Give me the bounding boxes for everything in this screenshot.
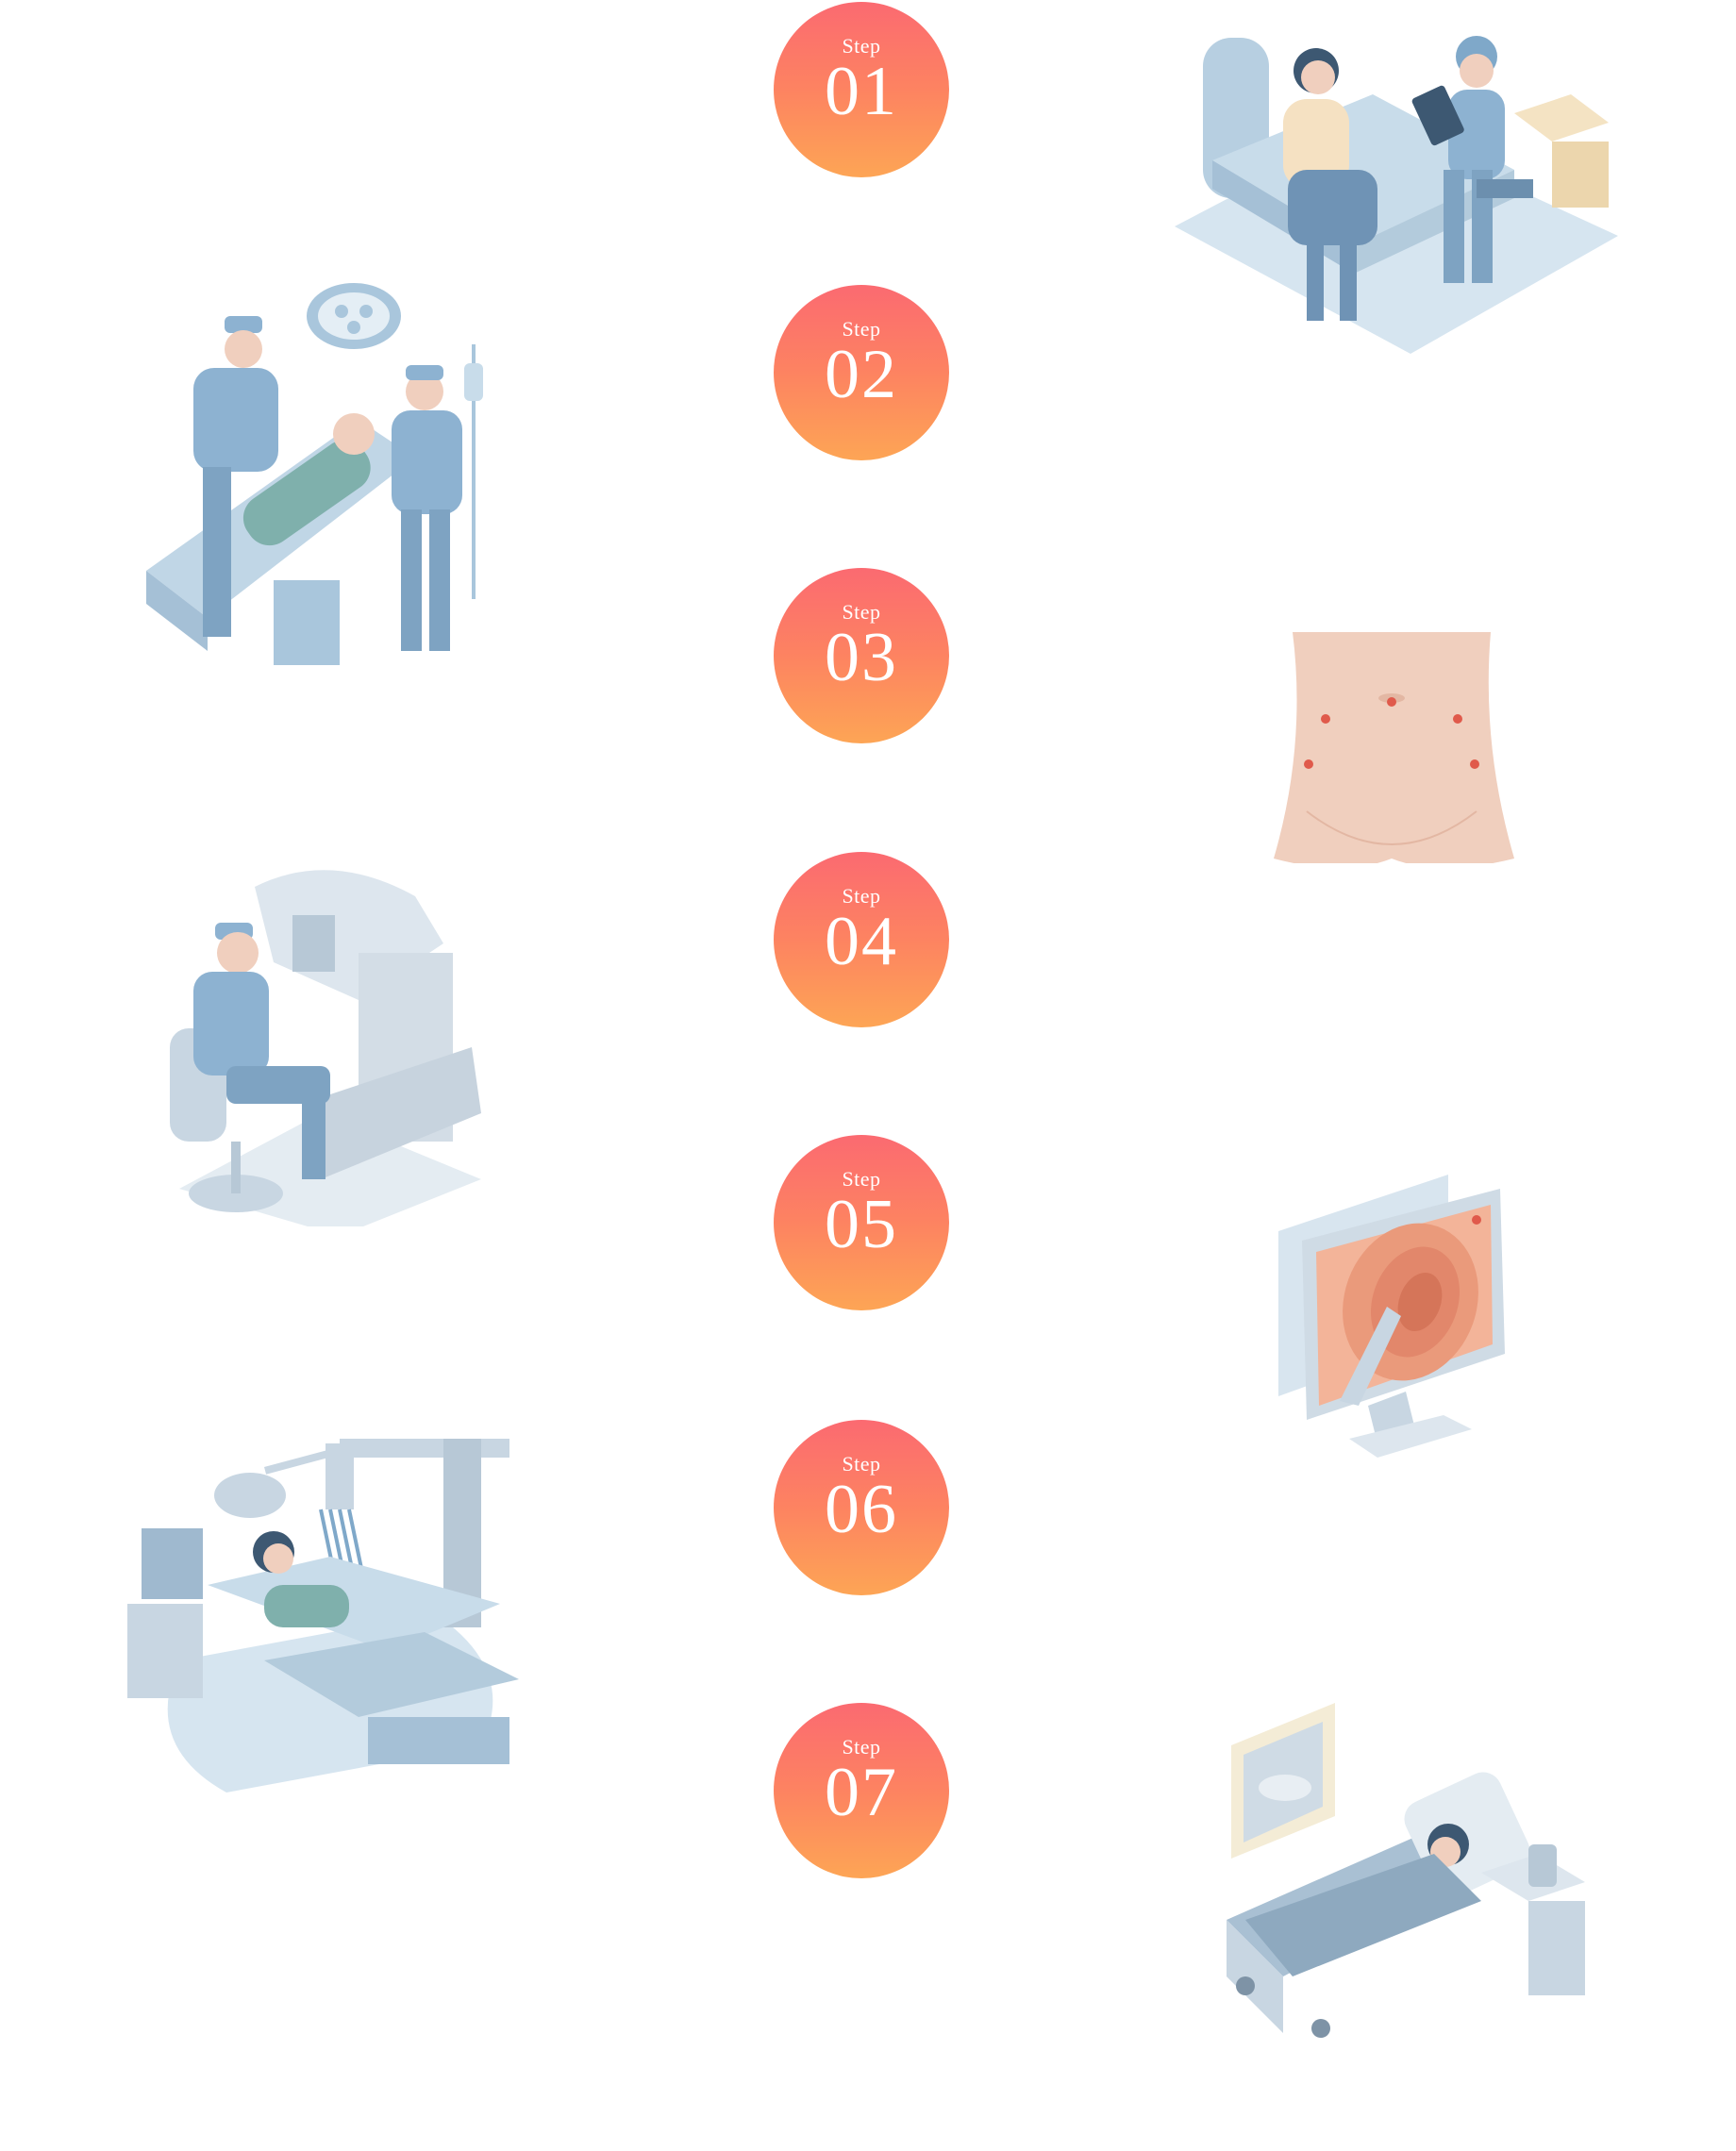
step-number: 06: [825, 1471, 898, 1548]
step-number: 01: [825, 53, 898, 130]
step-number: 03: [825, 619, 898, 696]
step-03-badge: Step 03: [774, 568, 949, 743]
step-05-badge: Step 05: [774, 1135, 949, 1310]
robotic-surgery-illustration: [123, 1434, 519, 1792]
step-label: Step: [842, 317, 881, 341]
step-01-badge: Step 01: [774, 2, 949, 177]
anesthesia-illustration: [142, 278, 500, 665]
step-02-badge: Step 02: [774, 285, 949, 460]
step-04-badge: Step 04: [774, 852, 949, 1027]
step-label: Step: [842, 1167, 881, 1191]
step-number: 02: [825, 336, 898, 413]
step-number: 05: [825, 1186, 898, 1263]
step-label: Step: [842, 600, 881, 624]
consultation-illustration: [1175, 19, 1618, 358]
step-07-badge: Step 07: [774, 1703, 949, 1878]
abdomen-incisions-illustration: [1269, 632, 1519, 863]
step-label: Step: [842, 34, 881, 58]
step-label: Step: [842, 1452, 881, 1476]
endoscope-monitor-illustration: [1274, 1175, 1510, 1458]
step-number: 04: [825, 903, 898, 980]
step-06-badge: Step 06: [774, 1420, 949, 1595]
step-number: 07: [825, 1754, 898, 1831]
recovery-bed-illustration: [1217, 1703, 1613, 2066]
surgeon-console-illustration: [170, 859, 491, 1226]
step-label: Step: [842, 884, 881, 908]
step-label: Step: [842, 1735, 881, 1759]
